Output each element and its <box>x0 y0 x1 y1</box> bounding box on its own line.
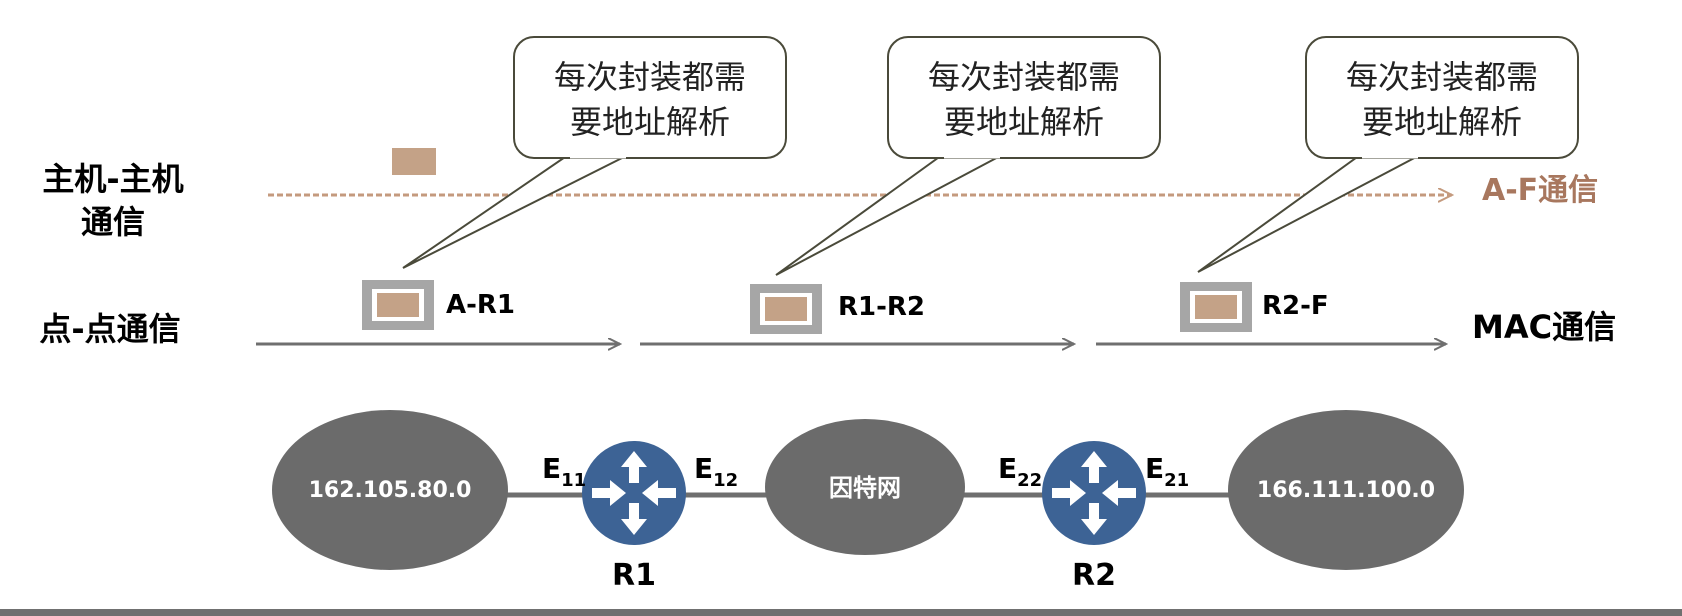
callout-1-line2: 要地址解析 <box>570 103 730 141</box>
callout-3-line2: 要地址解析 <box>1362 103 1522 141</box>
packet-icon <box>392 148 436 175</box>
callout-pointer-3 <box>1197 154 1421 273</box>
host-host-label-line2: 通信 <box>81 203 145 241</box>
router-r2-icon <box>1042 441 1146 545</box>
callout-2-line1: 每次封装都需 <box>928 58 1120 96</box>
bottom-bar <box>0 609 1682 616</box>
framed-packet-3 <box>1180 282 1252 332</box>
callout-2-line2: 要地址解析 <box>944 103 1104 141</box>
port-label-e12: E12 <box>694 452 738 491</box>
network-cloud-left <box>272 410 508 570</box>
cloud-right-label: 166.111.100.0 <box>1257 478 1435 503</box>
cloud-left-label: 162.105.80.0 <box>309 478 472 503</box>
network-cloud-right <box>1228 410 1464 570</box>
segment-label-r2-f: R2-F <box>1262 291 1329 321</box>
network-cloud-middle <box>765 419 965 555</box>
segment-label-r1-r2: R1-R2 <box>838 292 925 322</box>
port-label-e22: E22 <box>998 452 1042 491</box>
cloud-middle-label: 因特网 <box>829 474 901 502</box>
router-r2-label: R2 <box>1072 558 1116 593</box>
host-host-label-line1: 主机-主机 <box>42 160 183 198</box>
mac-label: MAC通信 <box>1472 308 1616 346</box>
framed-packet-1 <box>362 280 434 330</box>
af-label: A-F通信 <box>1482 173 1598 208</box>
callout-pointer-1 <box>402 154 629 269</box>
callout-bubble-1 <box>513 36 787 159</box>
router-r1-label: R1 <box>612 558 656 593</box>
port-label-e21: E21 <box>1145 452 1189 491</box>
callout-3-line1: 每次封装都需 <box>1346 58 1538 96</box>
port-label-e11: E11 <box>542 452 586 491</box>
segment-label-a-r1: A-R1 <box>446 290 515 320</box>
callout-bubble-2 <box>887 36 1161 159</box>
framed-packet-2 <box>750 284 822 334</box>
router-r1-icon <box>582 441 686 545</box>
callout-1-line1: 每次封装都需 <box>554 58 746 96</box>
callout-bubble-3 <box>1305 36 1579 159</box>
p2p-label: 点-点通信 <box>39 310 180 348</box>
callout-pointer-2 <box>775 154 1003 276</box>
